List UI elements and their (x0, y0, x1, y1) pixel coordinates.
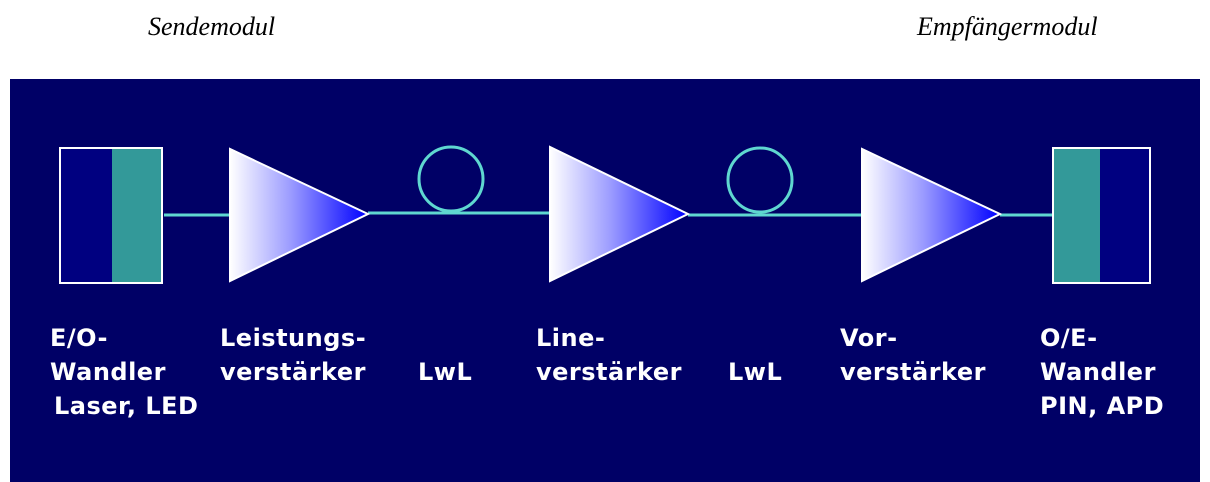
caption-line: Wandler (1040, 358, 1156, 386)
caption-line: verstärker (536, 358, 682, 386)
transmission-chain-diagram (59, 145, 1151, 284)
preamplifier-icon (861, 147, 1003, 283)
eo-converter-icon (59, 147, 163, 284)
caption-line: O/E- (1040, 324, 1098, 352)
caption-line: Leistungs- (220, 324, 367, 352)
caption-line: Line- (536, 324, 606, 352)
oe-converter-caption: O/E- Wandler PIN, APD (1040, 321, 1164, 423)
caption-line: verstärker (840, 358, 986, 386)
power-amplifier-caption: Leistungs- verstärker (220, 321, 366, 389)
line-amplifier-icon (549, 145, 691, 283)
receive-module-label: Empfängermodul (917, 12, 1098, 41)
fiber-caption: LwL (418, 355, 472, 389)
send-module-label: Sendemodul (148, 12, 276, 41)
oe-converter-icon (1052, 147, 1151, 284)
caption-line: Vor- (840, 324, 898, 352)
preamplifier-caption: Vor- verstärker (840, 321, 986, 389)
caption-line: verstärker (220, 358, 366, 386)
eo-converter-caption: E/O- Wandler Laser, LED (50, 321, 198, 423)
caption-line: PIN, APD (1040, 392, 1165, 420)
power-amplifier-icon (229, 147, 371, 283)
fiber-caption: LwL (728, 355, 782, 389)
caption-line: E/O- (50, 324, 108, 352)
fiber-loop-icon (726, 146, 794, 214)
line-amplifier-caption: Line- verstärker (536, 321, 682, 389)
caption-line: LwL (728, 358, 783, 386)
diagram-panel: E/O- Wandler Laser, LED Leistungs- verst… (10, 79, 1200, 482)
caption-line: Wandler (50, 358, 166, 386)
caption-line: LwL (418, 358, 473, 386)
fiber-loop-icon (417, 145, 485, 213)
caption-line: Laser, LED (54, 392, 199, 420)
